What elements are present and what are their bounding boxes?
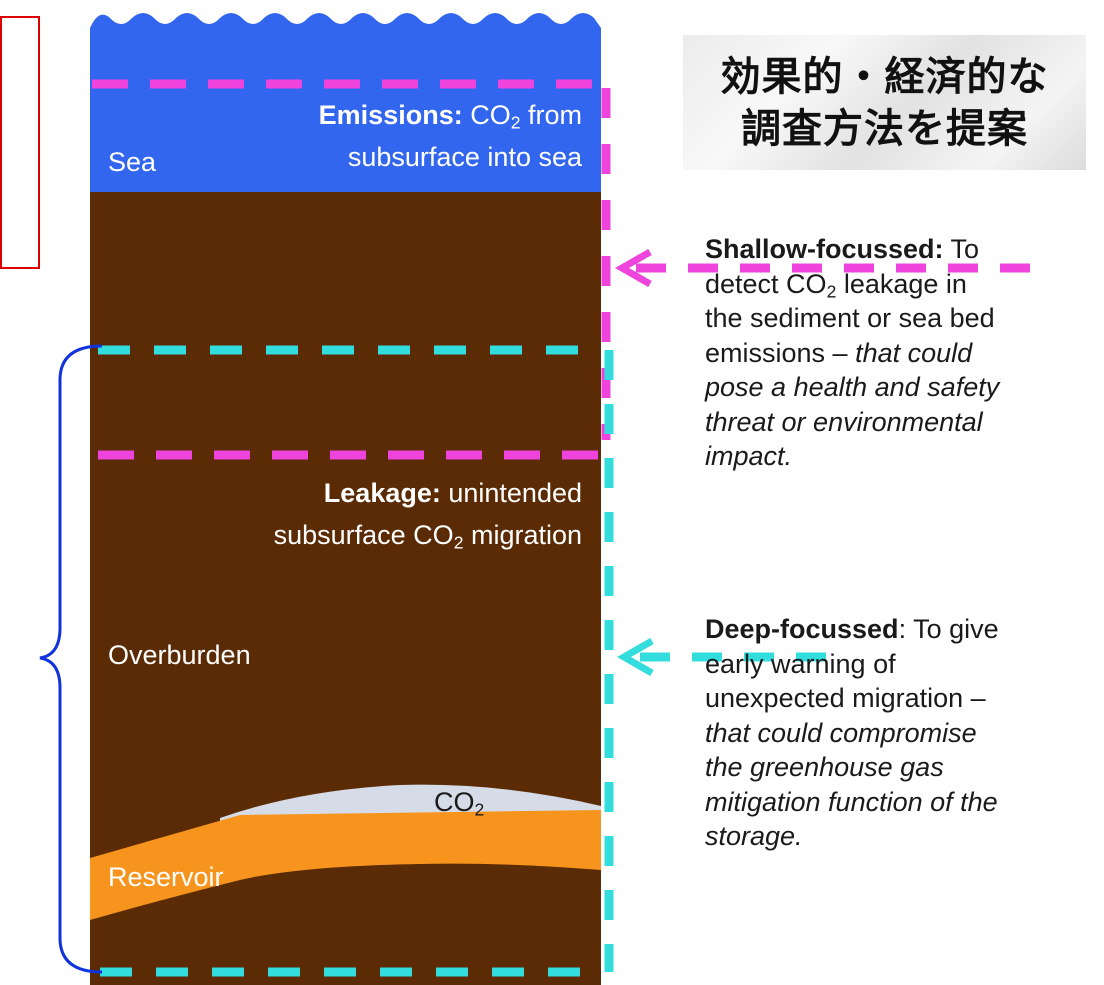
reservoir-label: Reservoir [108, 862, 224, 892]
deep-line-4: that could compromise [705, 717, 977, 748]
reservoir-layer [90, 810, 601, 920]
blue-bracket [39, 344, 103, 974]
deep-line-7: storage. [705, 821, 803, 851]
deep-arrow-head [616, 637, 654, 677]
shallow-line-2: detect CO2 leakage in [705, 268, 967, 301]
overburden-label: Overburden [108, 640, 251, 670]
leakage-label: Leakage: unintended subsurface CO2 migra… [150, 476, 582, 552]
shallow-line-1: Shallow-focussed: To [705, 234, 980, 264]
shallow-line-7: impact. [705, 441, 793, 471]
emissions-line-1: Emissions: CO2 from [318, 100, 582, 133]
shallow-line-3: the sediment or sea bed [705, 303, 995, 333]
shallow-line-5: pose a health and safety [705, 372, 1000, 402]
badge-line-1: 効果的・経済的な [720, 53, 1049, 100]
deep-line-2: early warning of [705, 648, 896, 679]
sea-label: Sea [108, 147, 157, 177]
deep-line-6: mitigation function of the [705, 786, 998, 817]
shallow-focussed-text: Shallow-focussed: To detect CO2 leakage … [705, 232, 1100, 474]
leakage-line-1: Leakage: unintended [323, 478, 582, 508]
badge-line-2: 調査方法を提案 [741, 105, 1028, 152]
co2-label: CO2 [434, 787, 485, 820]
shallow-line-4: emissions – that could [705, 337, 973, 368]
leakage-line-2: subsurface CO2 migration [273, 520, 582, 553]
deep-focussed-text: Deep-focussed: To give early warning of … [705, 612, 1100, 854]
deep-line-5: the greenhouse gas [705, 752, 944, 782]
shallow-line-6: threat or environmental [705, 406, 983, 437]
red-outline-box [0, 16, 40, 269]
deep-line-1: Deep-focussed: To give [705, 614, 999, 644]
shallow-arrow-head [614, 248, 652, 288]
proposal-badge: 効果的・経済的な 調査方法を提案 [683, 35, 1086, 170]
deep-line-3: unexpected migration – [705, 683, 986, 713]
emissions-line-2: subsurface into sea [347, 142, 582, 172]
sea-layer [90, 13, 601, 192]
emissions-label: Emissions: CO2 from subsurface into sea [230, 98, 582, 174]
